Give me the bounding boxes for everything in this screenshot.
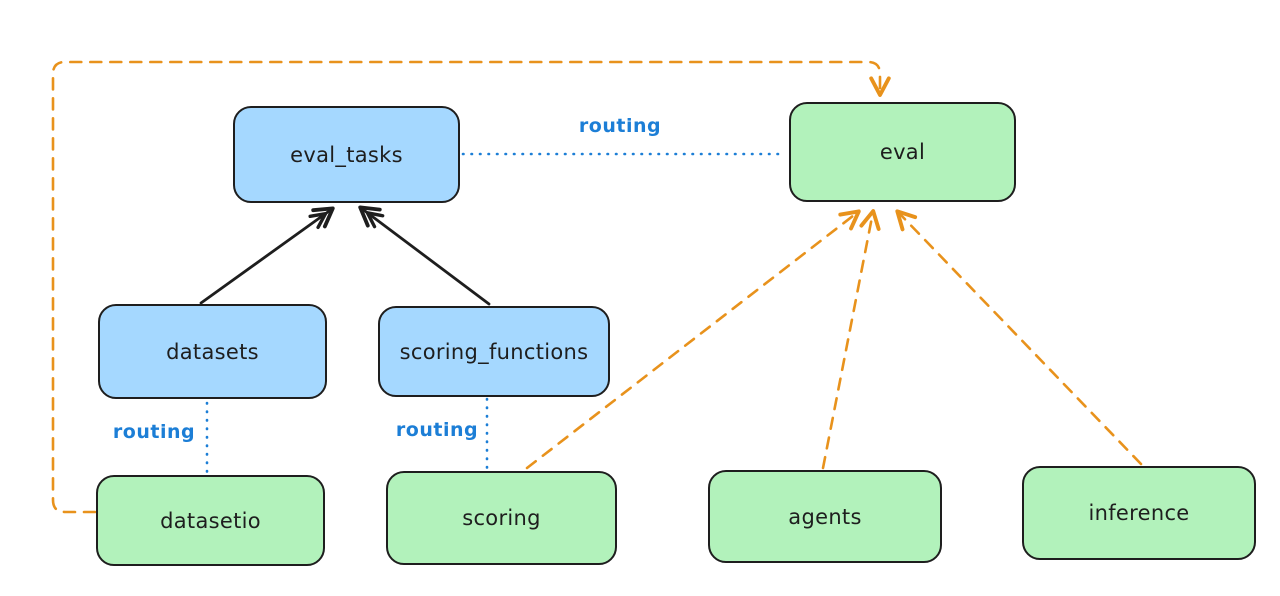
edge-scoring-to-eval xyxy=(525,209,861,470)
edge-scoring_functions-to-eval_tasks xyxy=(358,205,491,306)
node-scoring-label: scoring xyxy=(462,506,541,530)
node-scoring_functions-label: scoring_functions xyxy=(399,339,589,364)
node-datasetio-label: datasetio xyxy=(160,508,261,533)
node-eval-label: eval xyxy=(879,140,926,164)
edge-agents-to-eval xyxy=(821,209,881,470)
node-inference: inference xyxy=(1022,466,1256,560)
node-datasets-label: datasets xyxy=(166,339,259,364)
node-eval_tasks: eval_tasks xyxy=(233,106,460,203)
edge-label-routing-eval_tasks-eval: routing xyxy=(578,115,662,137)
node-agents-label: agents xyxy=(788,504,862,529)
edge-inference-to-eval xyxy=(895,209,1143,466)
node-scoring_functions: scoring_functions xyxy=(378,306,610,397)
node-datasets: datasets xyxy=(98,304,327,399)
edge-label-routing-datasets-datasetio: routing xyxy=(112,421,196,443)
edge-datasetio-to-eval xyxy=(51,60,891,514)
node-inference-label: inference xyxy=(1088,501,1190,525)
node-eval: eval xyxy=(789,102,1016,202)
node-scoring: scoring xyxy=(386,471,617,565)
edge-datasets-to-eval_tasks xyxy=(199,206,335,305)
node-datasetio: datasetio xyxy=(96,475,325,566)
edge-label-routing-scoring_functions-scoring: routing xyxy=(395,419,479,441)
node-agents: agents xyxy=(708,470,942,563)
node-eval_tasks-label: eval_tasks xyxy=(290,142,403,167)
